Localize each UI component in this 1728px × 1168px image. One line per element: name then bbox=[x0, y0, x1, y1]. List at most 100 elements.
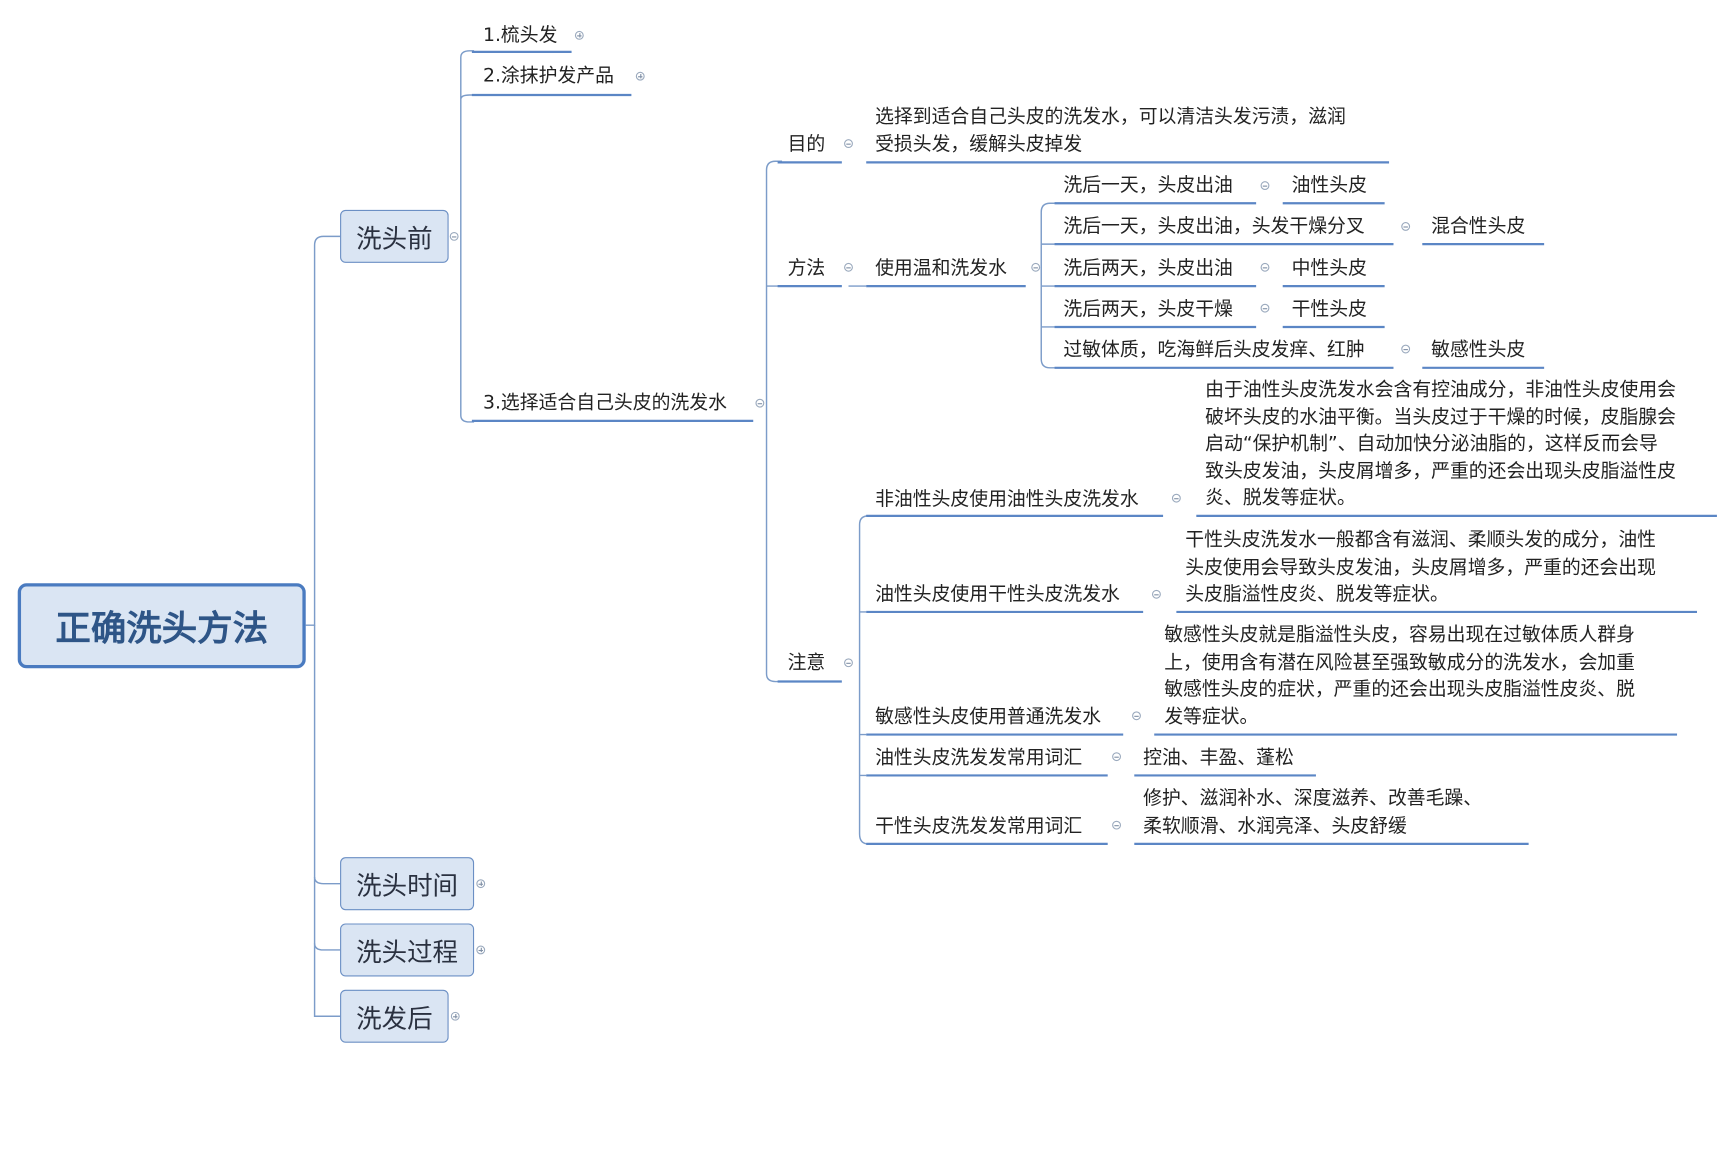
root-topic[interactable]: 正确洗头方法 bbox=[17, 583, 306, 669]
purpose-description[interactable]: 选择到适合自己头皮的洗发水，可以清洁头发污渍，滋润 受损头发，缓解头皮掉发 bbox=[875, 104, 1346, 158]
topic-washing-process-label: 洗头过程 bbox=[356, 938, 459, 968]
scalp-condition-label: 洗后一天，头皮出油 bbox=[1063, 174, 1233, 197]
expand-toggle-icon[interactable] bbox=[476, 945, 486, 955]
collapse-toggle-icon[interactable] bbox=[1031, 262, 1041, 272]
collapse-toggle-icon[interactable] bbox=[844, 262, 853, 272]
connector-root-time bbox=[313, 877, 341, 885]
scalp-condition-label: 洗后一天，头皮出油，头发干燥分叉 bbox=[1063, 215, 1365, 238]
scalp-condition-1[interactable]: 洗后一天，头皮出油，头发干燥分叉 bbox=[1063, 217, 1364, 237]
topic-mild-shampoo-label: 使用温和洗发水 bbox=[875, 257, 1007, 280]
scalp-type-label: 油性头皮 bbox=[1291, 174, 1367, 197]
topic-choose-shampoo[interactable]: 3.选择适合自己头皮的洗发水 bbox=[483, 393, 727, 413]
note-title-label: 干性头皮洗发发常用词汇 bbox=[875, 815, 1083, 838]
note-detail-4[interactable]: 修护、滋润补水、深度滋养、改善毛躁、 柔软顺滑、水润亮泽、头皮舒缓 bbox=[1143, 785, 1482, 839]
note-detail-0[interactable]: 由于油性头皮洗发水会含有控油成分，非油性头皮使用会 破坏头皮的水油平衡。当头皮过… bbox=[1205, 377, 1676, 512]
topic-after-washing-label: 洗发后 bbox=[356, 1005, 433, 1034]
note-title-label: 油性头皮使用干性头皮洗发水 bbox=[875, 583, 1120, 606]
topic-before-washing[interactable]: 洗头前 bbox=[340, 209, 449, 263]
note-detail-3[interactable]: 控油、丰盈、蓬松 bbox=[1143, 748, 1294, 768]
collapse-toggle-icon[interactable] bbox=[1260, 262, 1270, 272]
note-detail-1[interactable]: 干性头皮洗发水一般都含有滋润、柔顺头发的成分，油性 头皮使用会导致头皮发油，头皮… bbox=[1185, 527, 1656, 608]
topic-purpose-label: 目的 bbox=[787, 133, 826, 156]
connector-choose-children bbox=[765, 160, 783, 683]
topic-notes[interactable]: 注意 bbox=[788, 653, 826, 673]
note-title-4[interactable]: 干性头皮洗发发常用词汇 bbox=[875, 816, 1082, 836]
root-topic-label: 正确洗头方法 bbox=[55, 606, 269, 649]
note-detail-line: 破坏头皮的水油平衡。当头皮过于干燥的时候，皮脂腺会 bbox=[1205, 405, 1676, 429]
collapse-toggle-icon[interactable] bbox=[1401, 222, 1411, 231]
collapse-toggle-icon[interactable] bbox=[1112, 820, 1121, 830]
collapse-toggle-icon[interactable] bbox=[1260, 303, 1270, 313]
note-title-2[interactable]: 敏感性头皮使用普通洗发水 bbox=[875, 707, 1101, 727]
collapse-toggle-icon[interactable] bbox=[1171, 493, 1181, 503]
connector-before-children bbox=[460, 50, 475, 423]
collapse-toggle-icon[interactable] bbox=[1401, 344, 1411, 354]
scalp-condition-4[interactable]: 过敏体质，吃海鲜后头皮发痒、红肿 bbox=[1063, 340, 1364, 360]
note-detail-line: 启动“保护机制”、自动加快分泌油脂的，这样反而会导 bbox=[1205, 433, 1658, 456]
expand-toggle-icon[interactable] bbox=[476, 879, 486, 889]
collapse-toggle-icon[interactable] bbox=[1260, 181, 1270, 190]
collapse-toggle-icon[interactable] bbox=[844, 139, 853, 149]
scalp-type-label: 中性头皮 bbox=[1291, 257, 1367, 280]
scalp-condition-label: 洗后两天，头皮干燥 bbox=[1063, 298, 1233, 321]
note-detail-line: 控油、丰盈、蓬松 bbox=[1143, 746, 1294, 769]
connector-method-rows bbox=[1040, 202, 1055, 369]
scalp-condition-2[interactable]: 洗后两天，头皮出油 bbox=[1063, 258, 1232, 278]
topic-method[interactable]: 方法 bbox=[788, 258, 826, 278]
collapse-toggle-icon[interactable] bbox=[844, 658, 853, 668]
note-title-label: 油性头皮洗发发常用词汇 bbox=[875, 746, 1083, 769]
topic-comb-hair[interactable]: 1.梳头发 bbox=[483, 25, 557, 45]
scalp-type-0[interactable]: 油性头皮 bbox=[1292, 176, 1367, 196]
note-detail-line: 敏感性头皮的症状，严重的还会出现头皮脂溢性皮炎、脱 bbox=[1164, 678, 1635, 701]
topic-washing-time[interactable]: 洗头时间 bbox=[340, 857, 475, 911]
note-title-label: 非油性头皮使用油性头皮洗发水 bbox=[875, 488, 1139, 511]
topic-notes-label: 注意 bbox=[787, 651, 826, 674]
note-detail-line: 头皮使用会导致头皮发油，头皮屑增多，严重的还会出现 bbox=[1185, 556, 1657, 579]
connector-root-before bbox=[305, 235, 341, 626]
note-detail-line: 头皮脂溢性皮炎、脱发等症状。 bbox=[1185, 583, 1449, 606]
collapse-toggle-icon[interactable] bbox=[755, 398, 765, 408]
note-title-1[interactable]: 油性头皮使用干性头皮洗发水 bbox=[875, 584, 1120, 604]
note-title-label: 敏感性头皮使用普通洗发水 bbox=[875, 705, 1102, 728]
note-detail-2[interactable]: 敏感性头皮就是脂溢性头皮，容易出现在过敏体质人群身 上，使用含有潜在风险甚至强致… bbox=[1164, 622, 1635, 730]
expand-toggle-icon[interactable] bbox=[450, 1011, 460, 1021]
topic-apply-product[interactable]: 2.涂抹护发产品 bbox=[483, 66, 614, 86]
connector-notes-items bbox=[858, 515, 869, 845]
note-detail-line: 柔软顺滑、水润亮泽、头皮舒缓 bbox=[1143, 814, 1407, 837]
connector-root-lower bbox=[313, 625, 341, 1017]
topic-mild-shampoo[interactable]: 使用温和洗发水 bbox=[875, 258, 1007, 278]
note-detail-line: 修护、滋润补水、深度滋养、改善毛躁、 bbox=[1143, 787, 1483, 810]
scalp-type-label: 干性头皮 bbox=[1291, 298, 1367, 321]
note-detail-line: 上，使用含有潜在风险甚至强致敏成分的洗发水，会加重 bbox=[1164, 651, 1635, 674]
scalp-type-4[interactable]: 敏感性头皮 bbox=[1431, 340, 1525, 360]
expand-toggle-icon[interactable] bbox=[574, 30, 584, 40]
collapse-toggle-icon[interactable] bbox=[1152, 589, 1161, 599]
scalp-type-2[interactable]: 中性头皮 bbox=[1292, 258, 1367, 278]
topic-washing-process[interactable]: 洗头过程 bbox=[340, 923, 475, 977]
topic-comb-hair-label: 1.梳头发 bbox=[482, 24, 558, 47]
scalp-type-1[interactable]: 混合性头皮 bbox=[1431, 217, 1525, 237]
topic-method-label: 方法 bbox=[787, 257, 826, 280]
scalp-condition-3[interactable]: 洗后两天，头皮干燥 bbox=[1063, 299, 1232, 319]
collapse-toggle-icon[interactable] bbox=[1112, 752, 1121, 762]
topic-apply-product-label: 2.涂抹护发产品 bbox=[482, 65, 614, 88]
note-detail-line: 炎、脱发等症状。 bbox=[1205, 487, 1356, 510]
note-detail-line: 敏感性头皮就是脂溢性头皮，容易出现在过敏体质人群身 bbox=[1164, 624, 1635, 647]
topic-after-washing[interactable]: 洗发后 bbox=[340, 989, 449, 1043]
collapse-toggle-icon[interactable] bbox=[449, 231, 459, 241]
scalp-type-3[interactable]: 干性头皮 bbox=[1292, 299, 1367, 319]
note-detail-line: 致头皮发油，头皮屑增多，严重的还会出现头皮脂溢性皮 bbox=[1205, 460, 1676, 483]
scalp-condition-label: 过敏体质，吃海鲜后头皮发痒、红肿 bbox=[1063, 339, 1365, 362]
expand-toggle-icon[interactable] bbox=[635, 71, 645, 81]
note-title-0[interactable]: 非油性头皮使用油性头皮洗发水 bbox=[875, 489, 1139, 509]
topic-purpose[interactable]: 目的 bbox=[788, 135, 826, 155]
purpose-description-line: 选择到适合自己头皮的洗发水，可以清洁头发污渍，滋润 bbox=[875, 106, 1346, 129]
topic-before-washing-label: 洗头前 bbox=[356, 225, 433, 255]
scalp-type-label: 敏感性头皮 bbox=[1431, 339, 1526, 362]
scalp-condition-0[interactable]: 洗后一天，头皮出油 bbox=[1063, 176, 1232, 196]
note-title-3[interactable]: 油性头皮洗发发常用词汇 bbox=[875, 748, 1082, 768]
topic-washing-time-label: 洗头时间 bbox=[356, 872, 459, 902]
scalp-type-label: 混合性头皮 bbox=[1431, 215, 1526, 238]
collapse-toggle-icon[interactable] bbox=[1132, 711, 1141, 721]
